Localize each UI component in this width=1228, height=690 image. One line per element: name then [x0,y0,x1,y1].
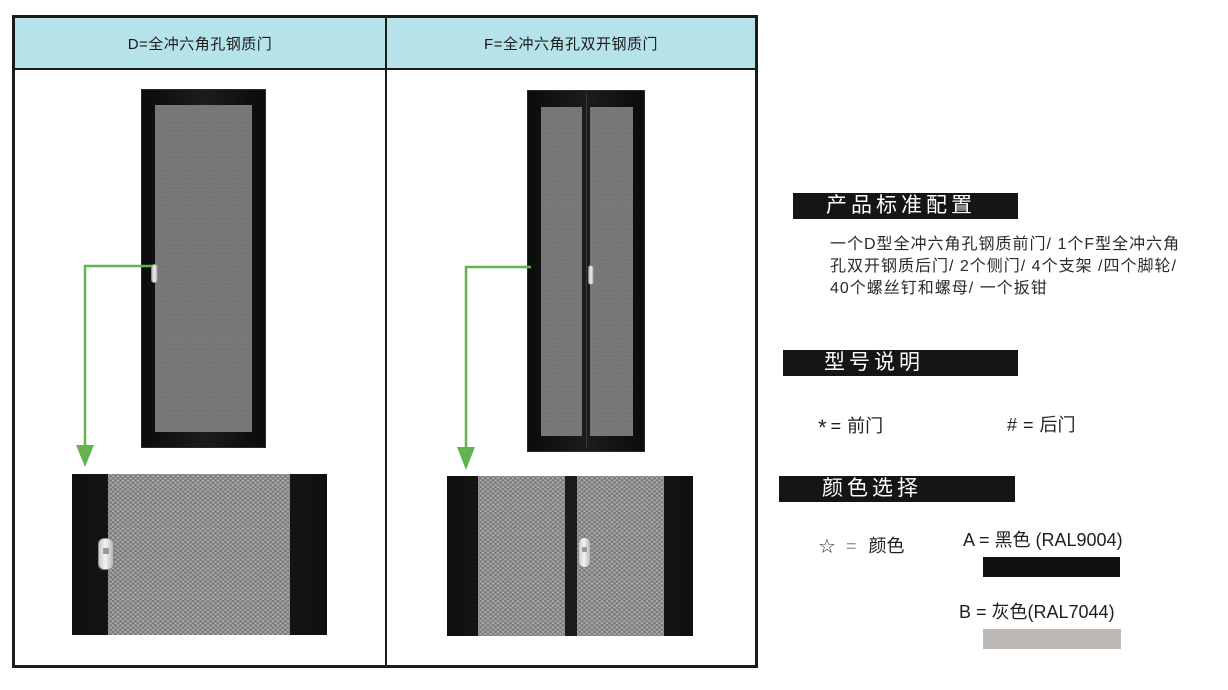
model-note-label: 前门 [847,416,884,436]
color-swatch-grey [983,629,1121,649]
column-header-label: F=全冲六角孔双开钢质门 [484,35,658,53]
color-legend-label: 颜色 [868,536,905,556]
section-title-label: 颜色选择 [822,477,922,500]
door-handle [151,264,158,283]
column-f-door: F=全冲六角孔双开钢质门 [387,18,755,665]
section-title-model-notes: 型号说明 [783,350,1018,376]
config-line: 40个螺丝钉和螺母/ 一个扳钳 [830,280,1048,297]
column-header-d: D=全冲六角孔钢质门 [15,18,385,70]
product-table: D=全冲六角孔钢质门 F=全冲六角孔双开钢质门 [12,15,758,668]
section-title-standard-config: 产品标准配置 [793,193,1018,219]
section-title-label: 产品标准配置 [826,194,976,217]
model-note-front-door: *=前门 [818,413,884,440]
door-handle-closeup [98,538,114,570]
lock-cylinder [582,546,587,553]
section-title-label: 型号说明 [824,351,924,374]
mesh-panel-right [590,107,633,436]
equals-sign: = [830,416,842,436]
lock-cylinder [102,548,110,554]
color-legend: ☆ = 颜色 [818,534,904,558]
hash-symbol: # [1007,415,1018,435]
single-door-image [141,89,266,448]
double-door-detail-closeup [447,476,693,636]
door-center-seam [586,94,587,448]
mesh-closeup [108,474,290,635]
section-title-color-selection: 颜色选择 [779,476,1015,502]
callout-arrow-head [457,447,475,470]
single-door-detail-closeup [72,474,327,635]
mesh-panel [155,105,252,432]
callout-arrow-line [464,265,531,449]
mesh-closeup-right [577,476,664,636]
mesh-panel-left [541,107,582,436]
config-line: 孔双开钢质后门/ 2个侧门/ 4个支架 /四个脚轮/ [830,258,1177,275]
config-line: 一个D型全冲六角孔钢质前门/ 1个F型全冲六角 [830,236,1181,253]
model-note-rear-door: #=后门 [1007,413,1076,437]
column-header-f: F=全冲六角孔双开钢质门 [387,18,755,70]
column-header-label: D=全冲六角孔钢质门 [127,35,273,53]
standard-config-text: 一个D型全冲六角孔钢质前门/ 1个F型全冲六角 孔双开钢质后门/ 2个侧门/ 4… [830,234,1180,300]
door-handle-closeup [578,537,591,568]
star-icon: ☆ [818,536,836,558]
color-swatch-black [983,557,1120,577]
equals-sign: = [1023,415,1034,435]
asterisk-symbol: * [818,415,827,440]
column-d-door: D=全冲六角孔钢质门 [15,18,387,665]
color-option-black: A = 黑色 (RAL9004) [963,530,1123,550]
callout-arrow-head [76,445,94,467]
mesh-closeup-left [478,476,565,636]
door-handle [588,265,594,285]
model-note-label: 后门 [1039,415,1076,435]
color-option-grey: B = 灰色(RAL7044) [959,602,1115,622]
equals-sign: = [845,536,857,556]
double-door-image [527,90,645,452]
